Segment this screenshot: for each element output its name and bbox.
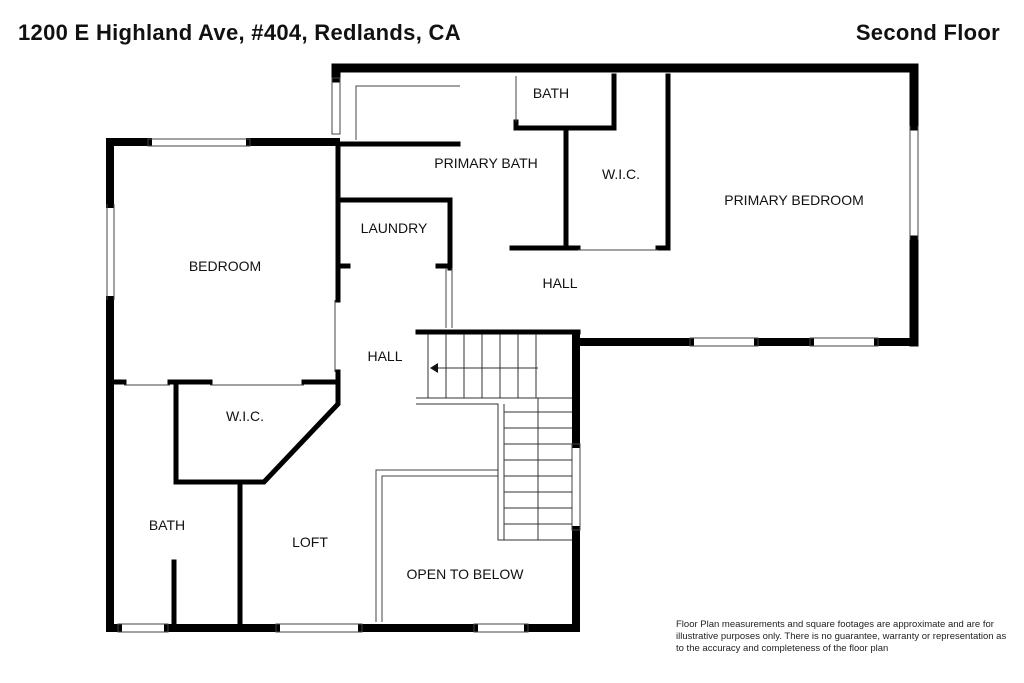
- property-address: 1200 E Highland Ave, #404, Redlands, CA: [18, 20, 461, 45]
- room-label-primary-bedroom: PRIMARY BEDROOM: [724, 192, 864, 208]
- room-label-wic-primary: W.I.C.: [602, 166, 640, 182]
- room-label-loft: LOFT: [292, 534, 328, 550]
- staircase: [416, 334, 572, 541]
- room-label-open-to-below: OPEN TO BELOW: [407, 566, 525, 582]
- windows-and-fixtures: [106, 76, 919, 633]
- room-label-bedroom: BEDROOM: [189, 258, 261, 274]
- room-label-primary-bath: PRIMARY BATH: [434, 155, 537, 171]
- room-label-laundry: LAUNDRY: [361, 220, 428, 236]
- walls: [106, 63, 919, 632]
- room-label-hall-center: HALL: [367, 348, 402, 364]
- room-labels: BATH PRIMARY BATH W.I.C. PRIMARY BEDROOM…: [149, 85, 864, 582]
- stair-arrow-icon: [430, 363, 438, 373]
- floor-label: Second Floor: [855, 20, 1000, 45]
- room-label-wic-left: W.I.C.: [226, 408, 264, 424]
- room-label-hall-upper: HALL: [542, 275, 577, 291]
- room-label-bath-top: BATH: [533, 85, 569, 101]
- room-label-bath-left: BATH: [149, 517, 185, 533]
- disclaimer-text: Floor Plan measurements and square foota…: [676, 619, 1007, 654]
